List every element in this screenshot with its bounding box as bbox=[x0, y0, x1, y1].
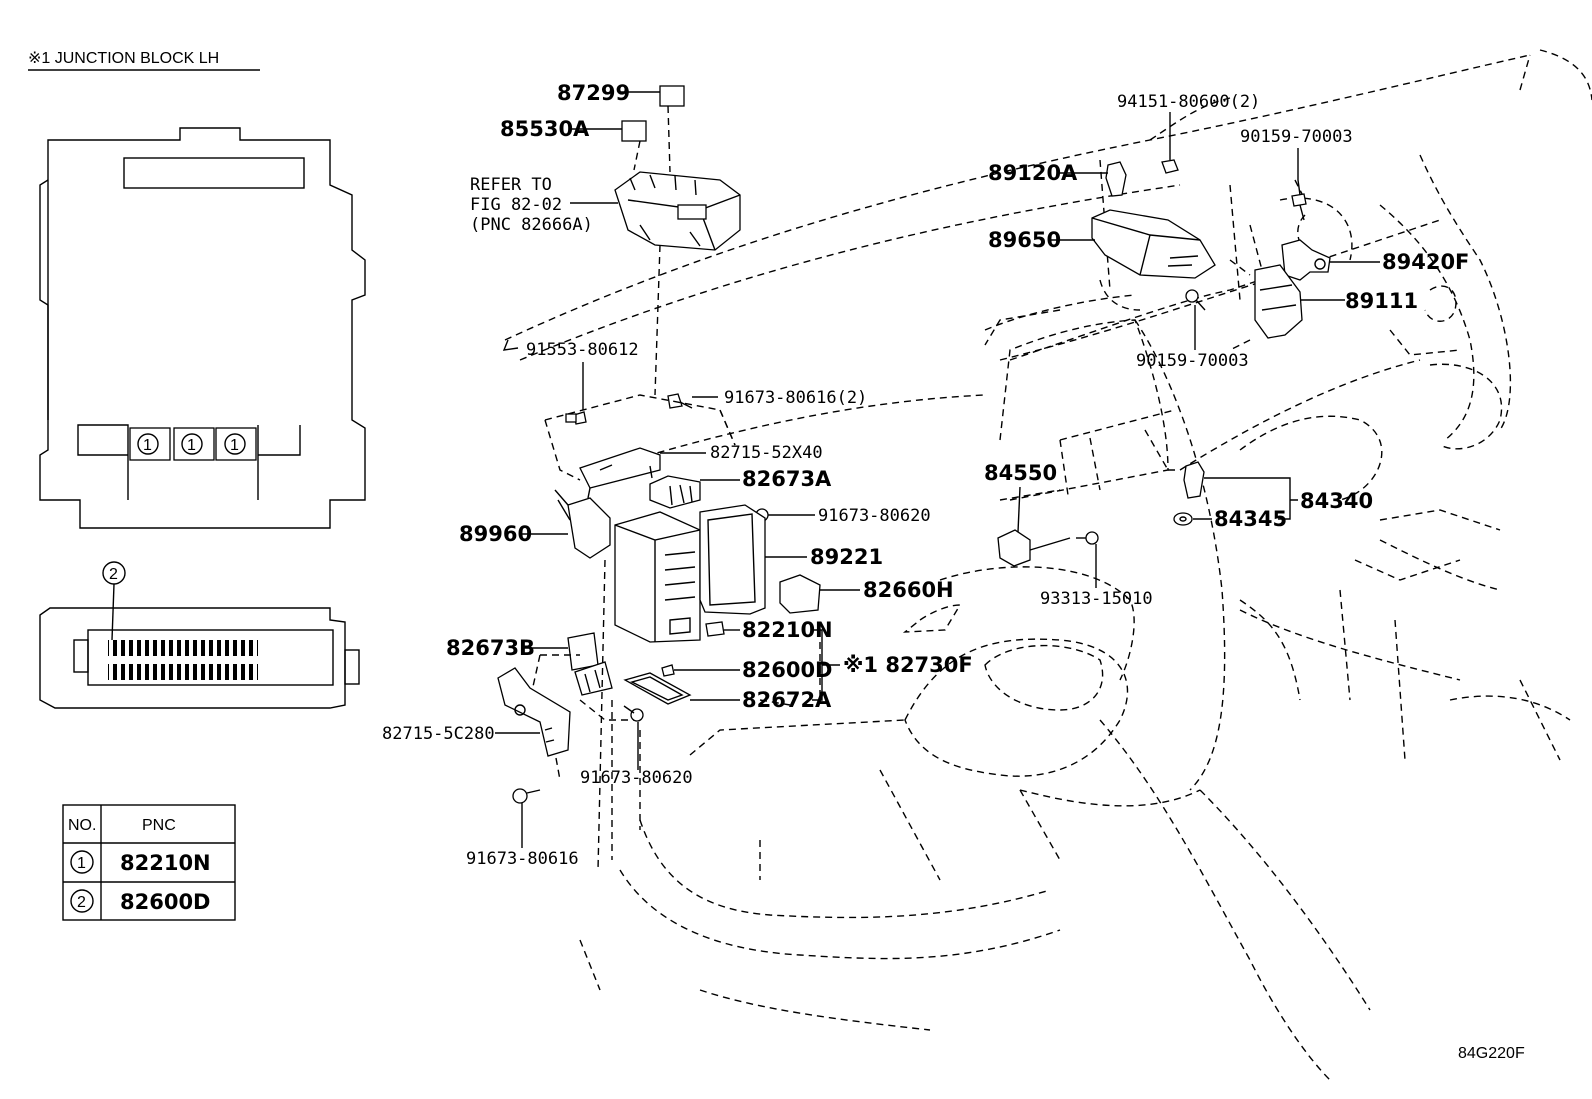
bracket-82715-52x40 bbox=[579, 447, 661, 489]
sensor-89420f bbox=[1281, 239, 1331, 281]
label-89420f: 89420F bbox=[1382, 250, 1469, 274]
label-89650: 89650 bbox=[988, 228, 1061, 252]
table-header-no: NO. bbox=[68, 817, 96, 834]
part-labels: REFER TO FIG 82-02 (PNC 82666A) 87299 85… bbox=[382, 81, 1525, 1062]
label-89120a: 89120A bbox=[988, 161, 1078, 185]
leader-lines bbox=[495, 91, 1380, 848]
cover-82672a bbox=[623, 672, 692, 705]
bolt-93313 bbox=[1076, 531, 1099, 545]
bolt-91673-80616 bbox=[512, 788, 541, 804]
label-90159-70003-b: 90159-70003 bbox=[1136, 351, 1249, 371]
label-85530a: 85530A bbox=[500, 117, 590, 141]
relay-85530A bbox=[621, 120, 647, 142]
callout-1b: 1 bbox=[187, 437, 196, 454]
label-82730f: ※1 82730F bbox=[843, 653, 973, 677]
callout-circle-1a bbox=[137, 433, 159, 455]
clip-82673a bbox=[649, 475, 701, 509]
label-94151-80600-2: 94151-80600(2) bbox=[1117, 92, 1260, 112]
label-87299: 87299 bbox=[557, 81, 630, 105]
fuse-82600d bbox=[661, 664, 675, 677]
bolt-91673-80616-2 bbox=[667, 393, 693, 409]
callout-circle-1c bbox=[224, 433, 246, 455]
main-junction-block-82730f bbox=[614, 511, 701, 643]
refer-note-line-2: FIG 82-02 bbox=[470, 195, 562, 215]
part-89120a bbox=[1105, 161, 1127, 197]
inset-title: ※1 JUNCTION BLOCK LH bbox=[28, 50, 219, 67]
refer-note-line-1: REFER TO bbox=[470, 175, 552, 195]
washer-84345 bbox=[1173, 512, 1193, 526]
label-91553-80612: 91553-80612 bbox=[526, 340, 639, 360]
clip-82673b bbox=[567, 632, 599, 671]
connector-pin-rows bbox=[108, 640, 258, 680]
fuse-82210n bbox=[705, 621, 725, 637]
nut-94151 bbox=[1161, 159, 1179, 174]
callout-circle-1b bbox=[181, 433, 203, 455]
label-82673b: 82673B bbox=[446, 636, 535, 660]
label-82673a: 82673A bbox=[742, 467, 832, 491]
table-row-1-no: 1 bbox=[77, 855, 86, 872]
table-row-2-pnc: 82600D bbox=[120, 890, 211, 914]
label-84340: 84340 bbox=[1300, 489, 1373, 513]
label-82600d: 82600D bbox=[742, 658, 833, 682]
label-82660h: 82660H bbox=[863, 578, 954, 602]
callout-2: 2 bbox=[109, 566, 118, 583]
label-82715-52x40: 82715-52X40 bbox=[710, 443, 823, 463]
ecu-89221 bbox=[699, 504, 766, 615]
label-91673-80616: 91673-80616 bbox=[466, 849, 579, 869]
figure-code: 84G220F bbox=[1458, 1045, 1525, 1062]
label-91673-80620-b: 91673-80620 bbox=[580, 768, 693, 788]
label-93313-15010: 93313-15010 bbox=[1040, 589, 1153, 609]
bracket-89960 bbox=[567, 497, 611, 559]
label-89960: 89960 bbox=[459, 522, 532, 546]
bolt-90159-b bbox=[1185, 289, 1206, 311]
bolt-91553 bbox=[565, 411, 587, 425]
label-82672a: 82672A bbox=[742, 688, 832, 712]
switch-84550 bbox=[997, 529, 1071, 567]
label-89111: 89111 bbox=[1345, 289, 1418, 313]
junction-block-inset: ※1 JUNCTION BLOCK LH 1 1 1 2 bbox=[28, 50, 366, 709]
label-89221: 89221 bbox=[810, 545, 883, 569]
bolt-91673-80620-b bbox=[623, 705, 644, 722]
label-91673-80620-a: 91673-80620 bbox=[818, 506, 931, 526]
callout-1a: 1 bbox=[143, 437, 152, 454]
relay-87299 bbox=[659, 85, 685, 107]
label-82210n: 82210N bbox=[742, 618, 833, 642]
table-row-2-no: 2 bbox=[77, 894, 86, 911]
pnc-table: NO. PNC 1 82210N 2 82600D bbox=[62, 804, 236, 921]
sensor-89111 bbox=[1254, 264, 1303, 339]
airbag-ecu-89650 bbox=[1091, 209, 1216, 279]
relay-block bbox=[614, 171, 741, 251]
bracket-82715-5c280 bbox=[497, 667, 571, 757]
label-82715-5c280: 82715-5C280 bbox=[382, 724, 495, 744]
switch-84340 bbox=[1183, 461, 1205, 499]
relay-82660h bbox=[779, 574, 821, 614]
table-row-1-pnc: 82210N bbox=[120, 851, 211, 875]
label-91673-80616-2: 91673-80616(2) bbox=[724, 388, 867, 408]
label-84550: 84550 bbox=[984, 461, 1057, 485]
label-90159-70003-a: 90159-70003 bbox=[1240, 127, 1353, 147]
callout-1c: 1 bbox=[230, 437, 239, 454]
label-84345: 84345 bbox=[1214, 507, 1287, 531]
refer-note-line-3: (PNC 82666A) bbox=[470, 215, 593, 235]
table-header-pnc: PNC bbox=[142, 817, 176, 834]
part-shapes bbox=[497, 85, 1331, 871]
